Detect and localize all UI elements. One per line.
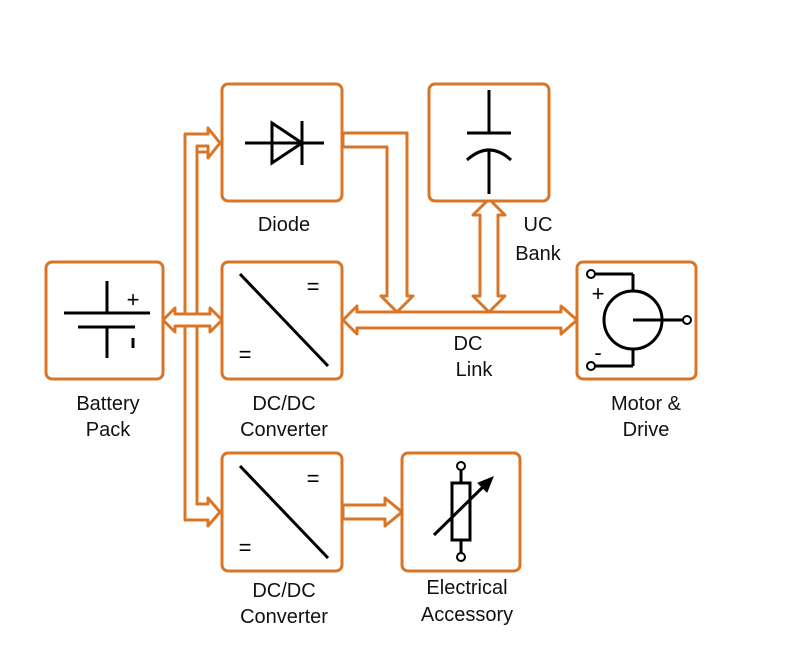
- accessory-label-line2: Accessory: [421, 604, 513, 626]
- bus-to-bottom-converter-arrow: [183, 324, 222, 528]
- diode-to-dclink-arrow: [341, 131, 415, 314]
- diode-label: Diode: [258, 214, 310, 236]
- diode-icon: [245, 120, 324, 166]
- battery-plus-sign: +: [127, 287, 140, 312]
- dc-link-label-line1: DC: [454, 333, 483, 355]
- dc-link-arrow: [341, 304, 579, 336]
- converter-top-equals-lower: =: [239, 342, 252, 367]
- dcdc-top-label-line2: Converter: [240, 419, 328, 441]
- motor-label-line1: Motor &: [611, 393, 682, 415]
- dcdc-bottom-label-line2: Converter: [240, 606, 328, 628]
- converter-icon-top: [238, 272, 330, 368]
- bus-to-diode-arrow: [183, 126, 222, 316]
- variable-resistor-icon: [432, 461, 494, 562]
- bus-inner-rail: [195, 144, 210, 154]
- capacitor-icon: [465, 90, 513, 194]
- battery-label-line2: Pack: [86, 419, 131, 441]
- motor-plus-sign: +: [592, 281, 605, 306]
- battery-label-line1: Battery: [76, 393, 139, 415]
- battery-box: [44, 260, 165, 381]
- dcdc-top-label-line1: DC/DC: [252, 393, 315, 415]
- dc-link-label-line2: Link: [456, 359, 494, 381]
- converter-to-accessory-arrow: [341, 496, 404, 528]
- motor-icon: [586, 269, 692, 371]
- converter-bottom-equals-upper: =: [307, 466, 320, 491]
- motor-label-line2: Drive: [623, 419, 670, 441]
- uc-bank-label-line1: UC: [524, 214, 553, 236]
- converter-top-equals-upper: =: [307, 274, 320, 299]
- uc-bank-label-line2: Bank: [515, 243, 562, 265]
- uc-bank-box: [427, 82, 551, 203]
- motor-minus-sign: -: [594, 340, 601, 365]
- ucbank-dclink-arrow: [471, 197, 507, 314]
- converter-bottom-equals-lower: =: [239, 535, 252, 560]
- accessory-label-line1: Electrical: [426, 577, 507, 599]
- battery-icon: [64, 281, 150, 358]
- converter-icon-bottom: [238, 464, 330, 560]
- dcdc-bottom-label-line1: DC/DC: [252, 580, 315, 602]
